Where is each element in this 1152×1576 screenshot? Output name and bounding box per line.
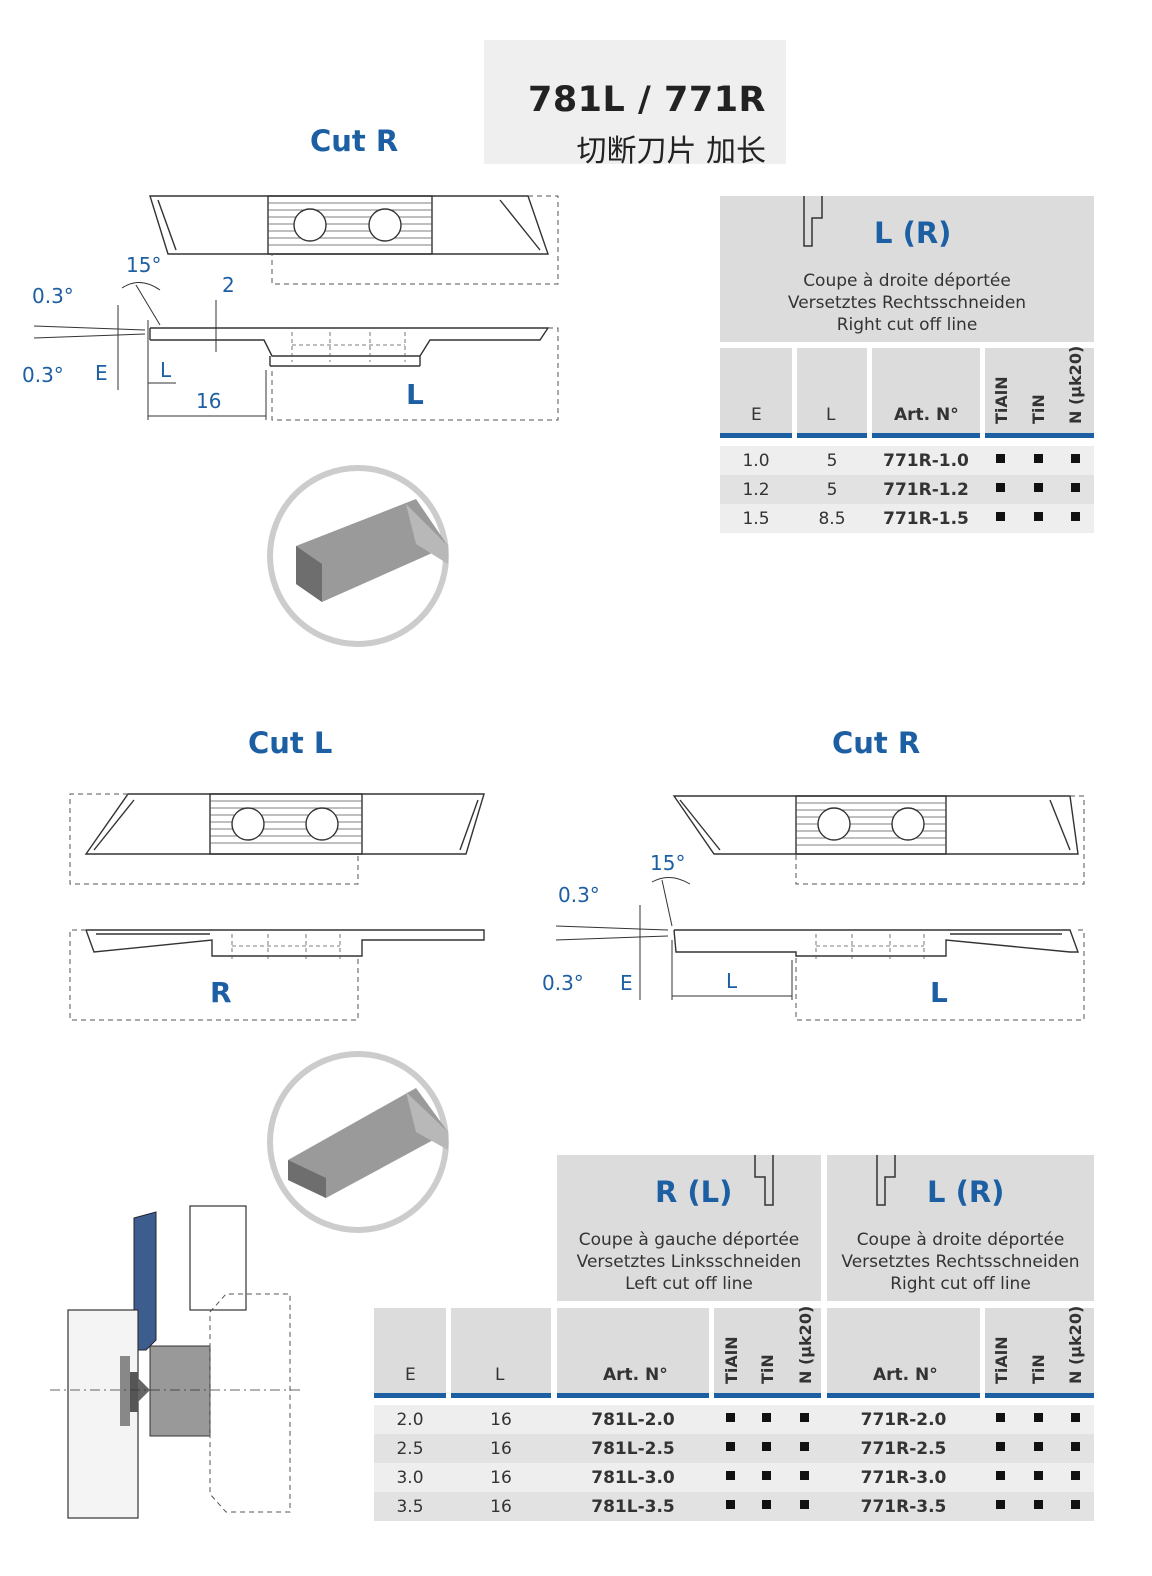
t1-col-art: Art. N° xyxy=(872,348,980,438)
table-row: 1.5 8.5 771R-1.5 xyxy=(720,504,1094,533)
t1-col-e: E xyxy=(720,348,792,438)
table-row: 1.2 5 771R-1.2 xyxy=(720,475,1094,504)
table1-desc-en: Right cut off line xyxy=(836,315,978,335)
cut-l-insert-drawing xyxy=(69,793,485,1021)
t2-col-coatings-right: TiAlN TiN N (µk20) xyxy=(985,1305,1094,1398)
dim-15deg-br: 15° xyxy=(650,851,685,875)
t2-col-n-left: N (µk20) xyxy=(796,1305,815,1384)
left-cut-icon xyxy=(754,1155,774,1206)
table2-left-desc-en: Left cut off line xyxy=(625,1274,753,1294)
table2-right-desc-fr: Coupe à droite déportée xyxy=(856,1230,1065,1250)
t2-col-tialn-right: TiAlN xyxy=(992,1336,1011,1384)
dim-15deg: 15° xyxy=(126,253,161,277)
t2-col-coatings-left: TiAlN TiN N (µk20) xyxy=(714,1305,821,1398)
dim-2: 2 xyxy=(222,273,235,297)
table2-right-desc: Coupe à droite déportée Versetztes Recht… xyxy=(827,1229,1094,1295)
t2-col-tin-right: TiN xyxy=(1029,1354,1048,1384)
side-letter-bottom-left: R xyxy=(210,976,232,1009)
table2-left-desc-fr: Coupe à gauche déportée xyxy=(578,1230,800,1250)
top-insert-drawing: 15° 0.3° 0.3° 2 E L 16 xyxy=(22,195,559,421)
t1-col-coatings: TiAlN TiN N (µk20) xyxy=(985,346,1094,438)
table-row: 3.0 16 781L-3.0 771R-3.0 xyxy=(374,1463,1094,1492)
table1-title: L (R) xyxy=(874,216,952,250)
t2-col-l: L xyxy=(451,1308,551,1398)
right-cut-icon xyxy=(876,1155,896,1206)
cut-label-bottom-left: Cut L xyxy=(248,726,333,760)
table1-desc-fr: Coupe à droite déportée xyxy=(803,271,1011,291)
dim-03-top: 0.3° xyxy=(32,284,74,308)
table-row: 1.0 5 771R-1.0 xyxy=(720,446,1094,475)
dim-16: 16 xyxy=(196,389,221,413)
cut-label-top: Cut R xyxy=(310,124,399,158)
table2-left-desc: Coupe à gauche déportée Versetztes Links… xyxy=(557,1229,821,1295)
cut-label-bottom-right: Cut R xyxy=(832,726,921,760)
table-row: 3.5 16 781L-3.5 771R-3.5 xyxy=(374,1492,1094,1521)
page-title: 781L / 771R xyxy=(527,80,766,120)
table2-header-right: L (R) Coupe à droite déportée Versetztes… xyxy=(827,1155,1094,1301)
right-cut-icon xyxy=(803,196,823,247)
cut-r-insert-drawing: 15° 0.3° 0.3° E L xyxy=(542,795,1085,1021)
t2-col-art-left: Art. N° xyxy=(557,1308,709,1398)
table1-header: L (R) Coupe à droite déportée Versetztes… xyxy=(720,196,1094,342)
table2-left-desc-de: Versetztes Linksschneiden xyxy=(576,1252,802,1272)
dim-03-top-br: 0.3° xyxy=(558,883,600,907)
table2-right-desc-en: Right cut off line xyxy=(890,1274,1031,1294)
dim-03-bottom-br: 0.3° xyxy=(542,971,584,995)
table2-right-title: L (R) xyxy=(927,1175,1005,1209)
dim-l-br: L xyxy=(726,969,738,993)
table1-desc: Coupe à droite déportée Versetztes Recht… xyxy=(720,270,1094,336)
table-row: 2.0 16 781L-2.0 771R-2.0 xyxy=(374,1405,1094,1434)
dim-e: E xyxy=(95,361,108,385)
dim-l: L xyxy=(160,358,172,382)
machining-illustration xyxy=(50,1205,300,1519)
title-box: 781L / 771R 切断刀片 加长 xyxy=(484,40,786,169)
t2-col-n-right: N (µk20) xyxy=(1066,1305,1085,1384)
insert-detail-image-top xyxy=(267,465,449,647)
table1-desc-de: Versetztes Rechtsschneiden xyxy=(787,293,1027,313)
dim-e-br: E xyxy=(620,971,633,995)
dim-03-bottom: 0.3° xyxy=(22,363,64,387)
t2-col-e: E xyxy=(374,1308,446,1398)
t2-col-tin-left: TiN xyxy=(758,1354,777,1384)
table-row: 2.5 16 781L-2.5 771R-2.5 xyxy=(374,1434,1094,1463)
table2-header-left: R (L) Coupe à gauche déportée Versetztes… xyxy=(557,1155,821,1301)
table2-right-desc-de: Versetztes Rechtsschneiden xyxy=(841,1252,1080,1272)
side-letter-top: L xyxy=(406,378,424,411)
t2-col-tialn-left: TiAlN xyxy=(722,1336,741,1384)
t2-col-art-right: Art. N° xyxy=(827,1308,980,1398)
t1-col-l: L xyxy=(797,348,867,438)
insert-detail-image-bottom xyxy=(267,1051,449,1233)
page-subtitle: 切断刀片 加长 xyxy=(576,134,766,169)
table2-left-title: R (L) xyxy=(655,1175,733,1209)
side-letter-bottom-right: L xyxy=(930,976,948,1009)
